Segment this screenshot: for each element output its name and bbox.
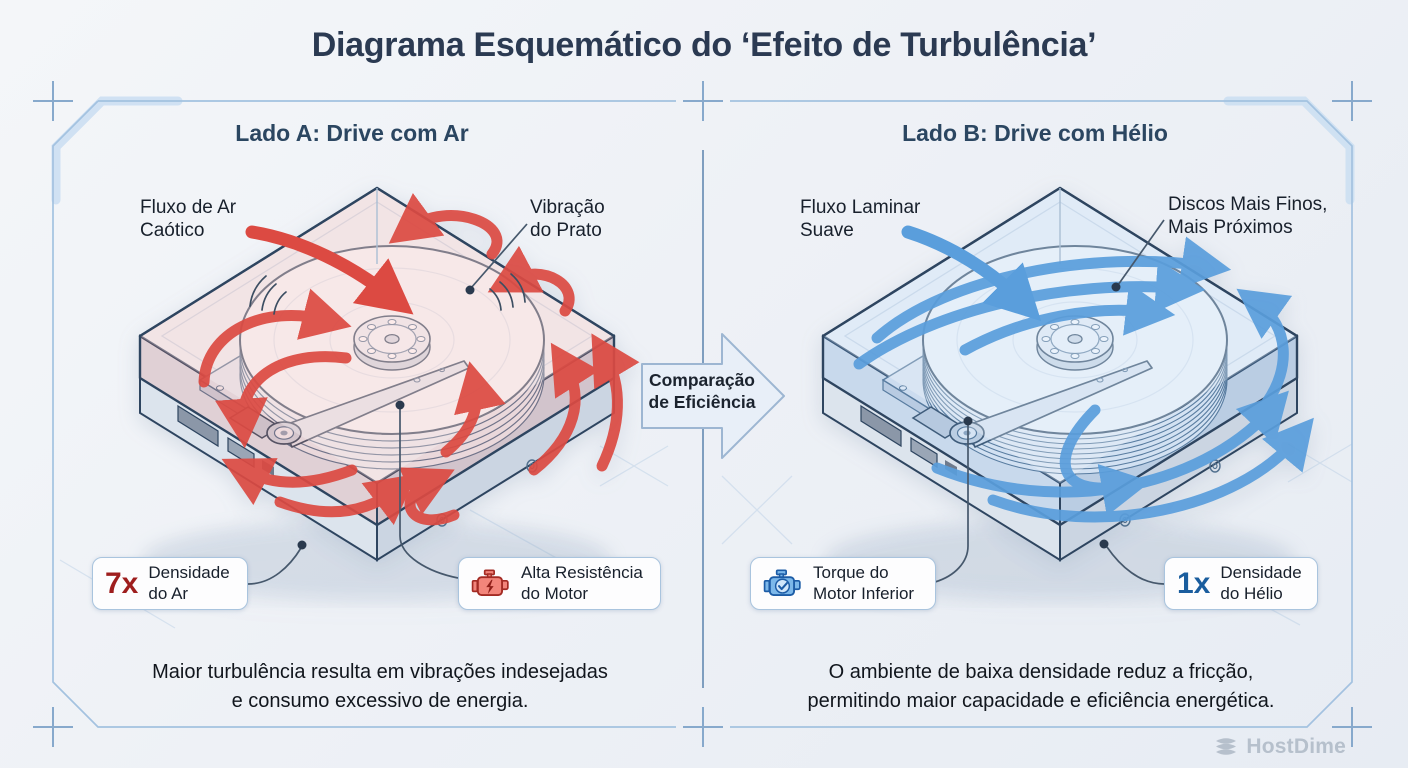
frame-border — [52, 100, 1353, 728]
chaotic-flow-pointer-arrow — [245, 225, 414, 315]
engine-warning-icon — [471, 567, 511, 601]
brand-name: HostDime — [1246, 735, 1346, 758]
helium-density-label: Densidade do Hélio — [1220, 563, 1302, 603]
label-thinner-disks: Discos Mais Finos, Mais Próximos — [1168, 194, 1328, 239]
laminar-flow-pointer-arrow — [901, 225, 1042, 322]
label-platter-vibration: Vibração do Prato — [530, 197, 605, 242]
page-title: Diagrama Esquemático do ‘Efeito de Turbu… — [311, 26, 1097, 64]
layers-icon — [1213, 734, 1239, 760]
engine-check-icon — [763, 567, 803, 601]
chaotic-airflow-arrows — [198, 193, 640, 526]
crosshair-mark — [1332, 81, 1372, 121]
air-density-badge: 7x Densidade do Ar — [92, 557, 248, 610]
hdd-spindle-hub — [353, 315, 431, 371]
motor-torque-badge: Torque do Motor Inferior — [750, 557, 936, 610]
crosshair-mark — [683, 707, 723, 747]
panel-a-header: Lado A: Drive com Ar — [235, 120, 469, 146]
comparison-label: Comparação de Eficiência — [648, 370, 756, 412]
crosshair-mark — [683, 81, 723, 121]
callout-anchor-dots — [297, 282, 1121, 550]
motor-resistance-label: Alta Resistência do Motor — [521, 563, 643, 603]
motor-torque-label: Torque do Motor Inferior — [813, 563, 915, 603]
label-chaotic-airflow: Fluxo de Ar Caótico — [140, 197, 237, 242]
air-density-label: Densidade do Ar — [148, 563, 230, 603]
helium-density-value: 1x — [1177, 566, 1211, 600]
helium-density-badge: 1x Densidade do Hélio — [1164, 557, 1318, 610]
panel-a-caption: Maior turbulência resulta em vibrações i… — [152, 661, 608, 712]
crosshair-mark — [1332, 707, 1372, 747]
air-density-value: 7x — [105, 566, 139, 600]
hdd-actuator-arm — [911, 360, 1153, 448]
brand-logo: HostDime — [1213, 734, 1346, 760]
callout-lines — [247, 219, 1165, 585]
motor-resistance-badge: Alta Resistência do Motor — [458, 557, 661, 610]
crosshair-mark — [33, 81, 73, 121]
crosshair-mark — [33, 707, 73, 747]
panel-b-caption: O ambiente de baixa densidade reduz a fr… — [807, 661, 1275, 712]
hdd-spindle-hub — [1036, 315, 1114, 371]
comparison-arrow — [641, 333, 785, 459]
panel-b-header: Lado B: Drive com Hélio — [902, 120, 1168, 146]
label-laminar-flow: Fluxo Laminar Suave — [800, 197, 921, 242]
